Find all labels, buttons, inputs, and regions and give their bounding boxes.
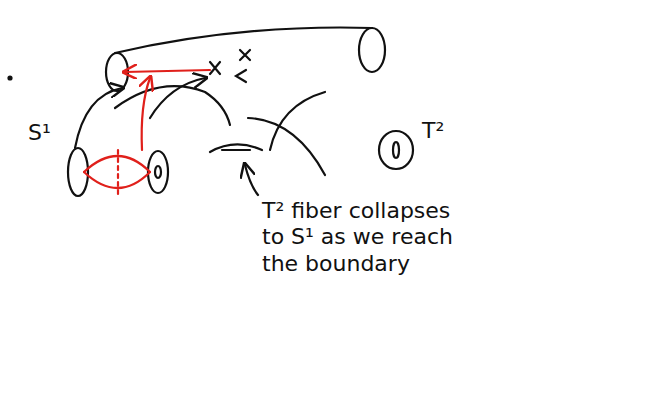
red-lines <box>84 70 210 195</box>
space-label: S¹ <box>28 120 51 146</box>
space-label: T² <box>422 118 444 144</box>
sketch-lines <box>9 28 414 196</box>
annotation-note: T² fiber collapses to S¹ as we reach the… <box>262 198 472 277</box>
